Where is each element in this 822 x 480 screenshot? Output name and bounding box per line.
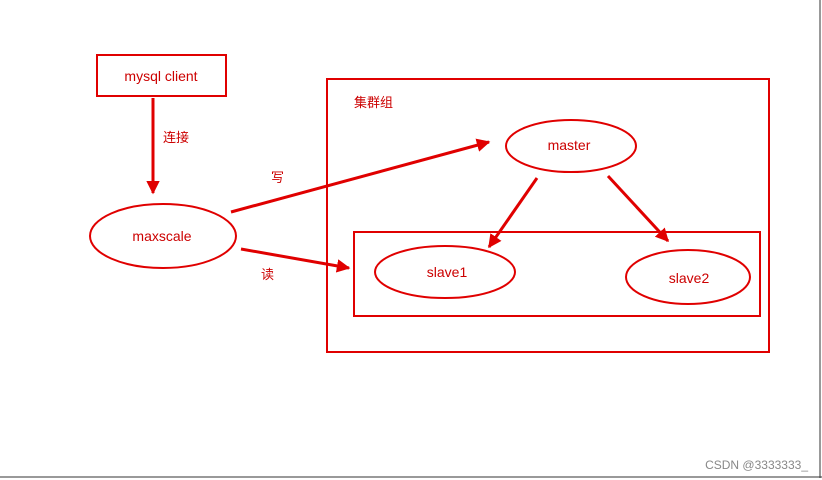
mysql-client-box xyxy=(96,54,227,97)
slave1-node xyxy=(374,245,516,299)
master-to-slave1-arrow xyxy=(487,177,539,249)
read-arrow xyxy=(240,247,351,273)
connect-edge-label: 连接 xyxy=(163,130,190,145)
master-label: master xyxy=(548,137,591,153)
slave2-label: slave2 xyxy=(669,270,710,286)
maxscale-node xyxy=(89,203,237,269)
cluster-group-box xyxy=(326,78,770,353)
master-node xyxy=(505,119,637,173)
master-to-slave2-arrow xyxy=(606,174,670,243)
slave-group-box xyxy=(353,231,761,317)
slave1-label: slave1 xyxy=(427,264,468,280)
write-arrow xyxy=(230,138,491,214)
cluster-group-label: 集群组 xyxy=(354,95,394,110)
read-edge-label: 读 xyxy=(261,267,275,282)
watermark: CSDN @3333333_ xyxy=(705,458,808,472)
maxscale-label: maxscale xyxy=(132,228,191,244)
mysql-client-label: mysql client xyxy=(124,68,197,84)
write-edge-label: 写 xyxy=(271,170,285,185)
slave2-node xyxy=(625,249,751,305)
